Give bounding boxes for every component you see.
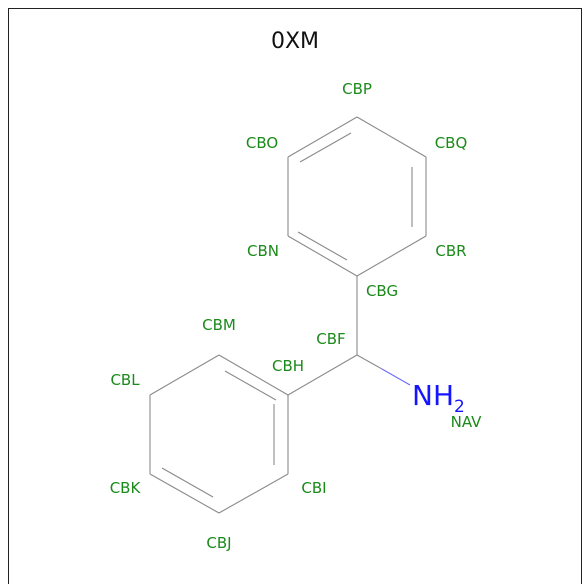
bond-cbm-cbh bbox=[218, 354, 289, 396]
bond-cbf-cbh bbox=[287, 354, 358, 396]
atom-label-cbm: CBM bbox=[202, 316, 236, 334]
bond-cbp-cbq bbox=[356, 116, 427, 158]
bond-cbo-cbp-inner bbox=[299, 132, 352, 163]
top-ring bbox=[287, 116, 427, 277]
nitrogen-group-label: NH2 bbox=[412, 379, 465, 417]
nitrogen-subscript: 2 bbox=[454, 397, 465, 417]
atom-label-cbh: CBH bbox=[272, 357, 304, 375]
bond-cbm-cbh-inner bbox=[224, 370, 277, 401]
atom-label-cbp: CBP bbox=[342, 80, 372, 98]
bottom-ring bbox=[149, 354, 289, 514]
atom-label-cbf: CBF bbox=[316, 330, 345, 348]
bond-cbo-cbp bbox=[287, 116, 358, 158]
atom-label-nav: NAV bbox=[451, 413, 483, 431]
bond-cbj-cbk-inner bbox=[161, 467, 214, 498]
bond-cbl-cbm bbox=[149, 354, 220, 396]
atom-label-cbj: CBJ bbox=[206, 534, 231, 552]
molecule-title: 0XM bbox=[271, 29, 319, 54]
diagram-frame bbox=[8, 8, 582, 584]
atom-label-cbi: CBI bbox=[301, 479, 326, 497]
atom-label-cbk: CBK bbox=[110, 479, 142, 497]
atom-label-cbq: CBQ bbox=[435, 134, 468, 152]
atom-label-cbn: CBN bbox=[247, 242, 279, 260]
bond-cbj-cbk bbox=[149, 473, 220, 514]
bond-cbg-cbn bbox=[287, 235, 358, 277]
bond-cbr-cbg bbox=[356, 235, 427, 277]
atom-label-cbl: CBL bbox=[110, 371, 140, 389]
bond-cbf-n-gray bbox=[356, 354, 383, 370]
bond-cbf-n-blue bbox=[381, 368, 411, 386]
atom-label-cbg: CBG bbox=[366, 282, 398, 300]
atom-label-cbr: CBR bbox=[435, 242, 466, 260]
bond-cbg-cbn-inner bbox=[297, 231, 348, 261]
nitrogen-symbol: NH bbox=[412, 379, 454, 412]
atom-label-cbo: CBO bbox=[246, 134, 278, 152]
bond-cbi-cbj bbox=[218, 473, 289, 514]
